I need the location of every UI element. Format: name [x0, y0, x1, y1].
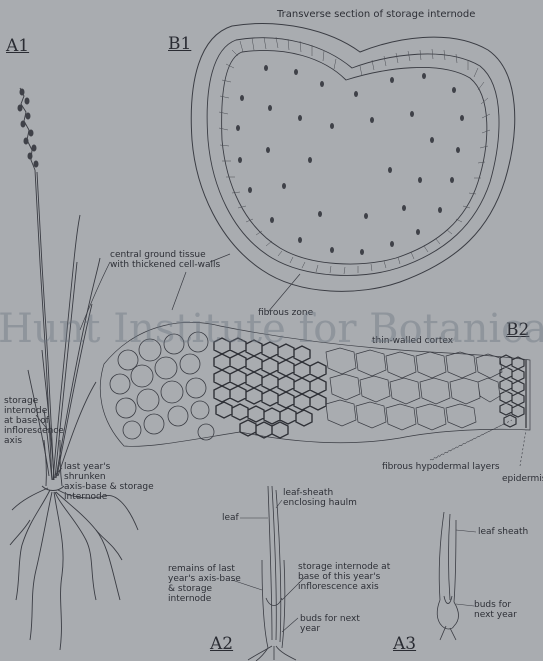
watermark: Hunt Institute for Botanical Documentati… [0, 306, 543, 352]
label-storage-internode: storage internode at base of inflorescen… [4, 396, 64, 446]
label-central-ground: central ground tissue with thickened cel… [110, 250, 220, 270]
label-leaf: leaf [222, 513, 239, 523]
label-storage-internode-this: storage internode at base of this year's… [298, 562, 390, 592]
panel-label-a3: A3 [393, 634, 416, 654]
a2-leaders [232, 500, 304, 632]
label-leaf-sheath: leaf sheath [478, 527, 528, 537]
a3-leaders [456, 530, 476, 606]
label-last-years: last year's shrunken axis-base & storage… [64, 462, 154, 502]
label-leaf-sheath-enclosing: leaf-sheath enclosing haulm [283, 488, 357, 508]
panel-label-a1: A1 [6, 36, 29, 56]
vascular-bundles [236, 65, 464, 255]
label-remains: remains of last year's axis-base & stora… [168, 564, 241, 604]
plate-title: Transverse section of storage internode [277, 10, 475, 20]
label-epidermis: epidermis [502, 474, 543, 484]
panel-label-b1: B1 [168, 34, 191, 54]
label-buds-a2: buds for next year [300, 614, 360, 634]
a2-drawing [248, 486, 296, 661]
label-buds-a3: buds for next year [474, 600, 517, 620]
b2-leaders [430, 420, 526, 466]
b1-transverse-section [191, 24, 514, 292]
label-fibrous-hypodermal: fibrous hypodermal layers [382, 462, 500, 472]
a3-drawing [437, 512, 458, 640]
panel-label-a2: A2 [210, 634, 233, 654]
a1-plant-drawing [10, 88, 138, 650]
